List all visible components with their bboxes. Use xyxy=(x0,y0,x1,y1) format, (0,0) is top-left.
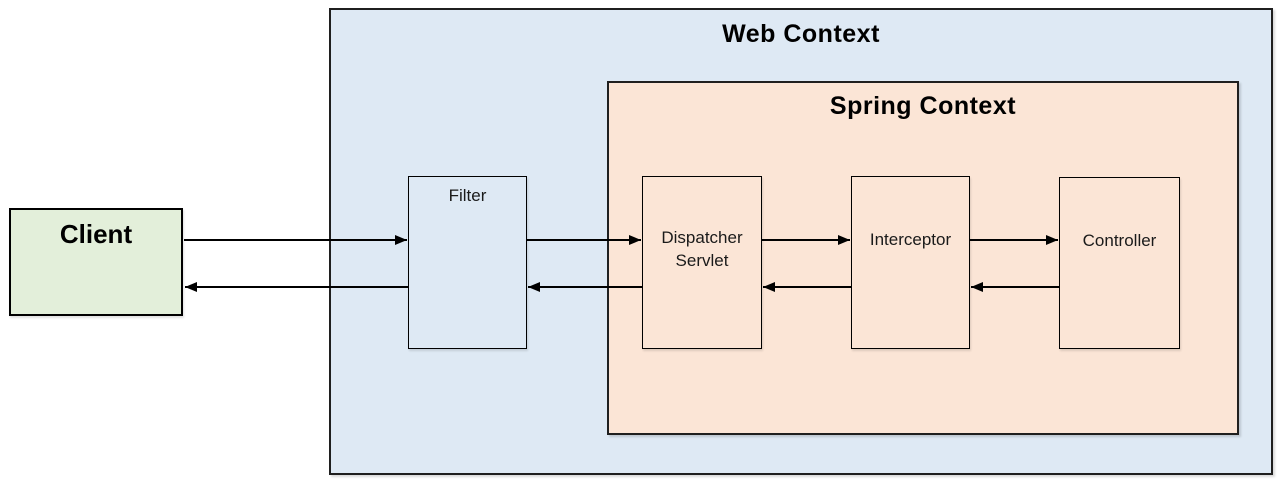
spring-context-title: Spring Context xyxy=(829,92,1017,120)
dispatcher-servlet-node: Dispatcher Servlet xyxy=(642,176,762,349)
filter-node-label: Filter xyxy=(448,186,487,205)
interceptor-node: Interceptor xyxy=(851,176,970,349)
interceptor-node-label: Interceptor xyxy=(869,230,952,249)
filter-node: Filter xyxy=(408,176,527,349)
web-context-title: Web Context xyxy=(722,20,880,48)
controller-node-label: Controller xyxy=(1082,231,1157,250)
dispatcher-servlet-node-label: Dispatcher Servlet xyxy=(661,228,743,270)
client-node-label: Client xyxy=(59,219,133,249)
client-node: Client xyxy=(9,208,183,316)
controller-node: Controller xyxy=(1059,177,1180,349)
